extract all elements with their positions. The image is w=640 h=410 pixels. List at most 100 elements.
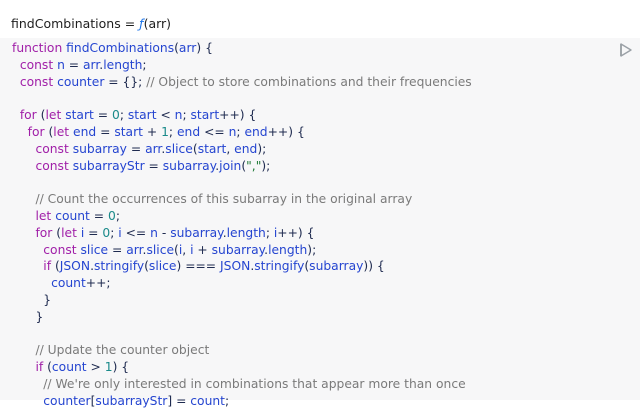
code-token: + [142,124,162,139]
code-token: // Count the occurrences of this subarra… [35,192,413,207]
code-token: n [174,108,183,123]
code-token: if [43,259,52,274]
code-line [12,326,472,343]
code-line: counter[subarrayStr] = count; [12,393,472,410]
function-name: findCombinations [11,16,121,31]
code-token: = [89,208,109,223]
code-token: end [234,141,258,156]
code-token: end [244,124,268,139]
code-token: JSON [220,259,251,274]
code-token: ) === [176,259,221,274]
code-token: = [96,124,115,139]
code-token: findCombinations [66,41,175,55]
code-token: <= [200,124,229,139]
code-line: } [12,309,472,326]
code-token: const [35,158,69,173]
code-token: ++; [85,276,111,291]
code-token: . [142,242,147,257]
code-token: count [51,276,86,291]
code-token: )) { [363,259,385,274]
code-token: counter [57,74,105,89]
code-token: . [222,225,227,240]
console-result-header: findCombinations = ƒ(arr) [0,0,640,38]
code-token: function [12,41,63,55]
code-token: for [27,124,45,139]
function-params: (arr) [143,16,172,31]
code-line: function findCombinations(arr) { [12,40,472,57]
code-token: ; [142,57,147,72]
code-token: = [64,57,83,72]
code-token: ( [44,124,54,139]
code-token: start [197,141,227,156]
code-token: const [19,57,54,72]
code-token: length [268,242,308,257]
code-token: i [178,242,183,257]
code-line: // Count the occurrences of this subarra… [12,191,472,208]
code-token: 1 [161,124,169,139]
code-token: < [156,108,175,123]
code-line: if (JSON.stringify(slice) === JSON.strin… [12,258,472,275]
code-token: . [250,259,255,274]
code-token: subarray [162,158,216,173]
code-token: ) { [196,41,213,55]
code-token: // We're only interested in combinations… [43,376,466,391]
code-token: subarray [211,242,265,257]
code-token: + [193,242,212,257]
code-token: , [226,141,235,156]
code-token: const [35,141,69,156]
code-token: stringify [254,259,305,274]
code-token: end [73,124,97,139]
code-token: ); [261,158,271,173]
code-token: = [93,108,112,123]
code-token: <= [121,225,151,240]
code-token: JSON [59,259,91,274]
code-token: - [157,225,171,240]
code-token [12,58,20,72]
code-token: subarray [309,259,364,274]
code-token: length [226,225,266,240]
code-line [12,90,472,107]
code-token: let [61,225,77,240]
code-token: } [12,292,52,307]
code-token: . [99,57,104,72]
code-token: n [228,124,237,139]
source-code: function findCombinations(arr) { const n… [12,40,472,410]
code-token: ; [119,108,128,123]
code-token: "," [246,158,262,173]
code-token: ( [174,41,179,55]
code-token: if [35,360,44,375]
code-token: for [35,225,53,240]
reveal-source-icon[interactable] [618,42,634,58]
code-token: ( [304,259,310,274]
code-token: slice [80,242,109,257]
code-token: i [273,225,278,240]
code-line: if (count > 1) { [12,359,472,376]
code-token: ++) { [219,108,257,123]
code-token: 1 [104,360,113,375]
code-token: slice [165,141,193,156]
code-token: length [103,57,143,72]
code-token: let [53,124,70,139]
code-token: ; [265,225,274,240]
equals-sign: = [120,16,140,31]
code-token [12,360,35,374]
code-token: ; [182,108,191,123]
code-token: counter [43,393,91,408]
code-line: const n = arr.length; [12,57,472,74]
code-token: slice [148,259,177,274]
code-token: i [190,242,194,257]
code-token: ( [174,242,179,257]
code-token: arr [82,57,100,72]
code-token: for [19,108,37,123]
code-token: n [150,225,158,240]
code-token: subarrayStr [72,158,145,173]
code-token: let [45,108,62,123]
code-token: const [43,242,77,257]
code-token: subarray [170,225,223,240]
code-token: ] = [167,393,191,408]
code-token: ); [307,242,317,257]
console-result-summary: findCombinations = ƒ(arr) [11,16,171,31]
code-token: 0 [111,108,120,123]
code-token: ++) { [277,225,315,240]
code-token: count [190,393,225,408]
